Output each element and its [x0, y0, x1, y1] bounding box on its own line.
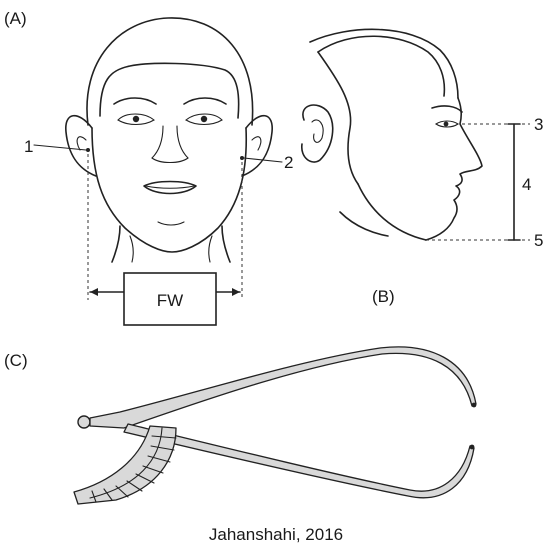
marker-4: 4 — [522, 175, 531, 194]
figure-caption: Jahanshahi, 2016 — [0, 525, 552, 545]
marker-5: 5 — [534, 231, 543, 250]
marker-3: 3 — [534, 115, 543, 134]
panel-label-a: (A) — [4, 9, 27, 28]
profile-face-drawing — [302, 29, 482, 240]
profile-height-measure — [426, 124, 530, 240]
panel-label-b: (B) — [372, 287, 395, 306]
marker-2: 2 — [284, 153, 293, 172]
fw-label: FW — [157, 291, 183, 310]
front-face-drawing — [66, 18, 272, 262]
marker-1: 1 — [24, 137, 33, 156]
caliper-drawing — [74, 347, 476, 504]
panel-label-c: (C) — [4, 351, 28, 370]
